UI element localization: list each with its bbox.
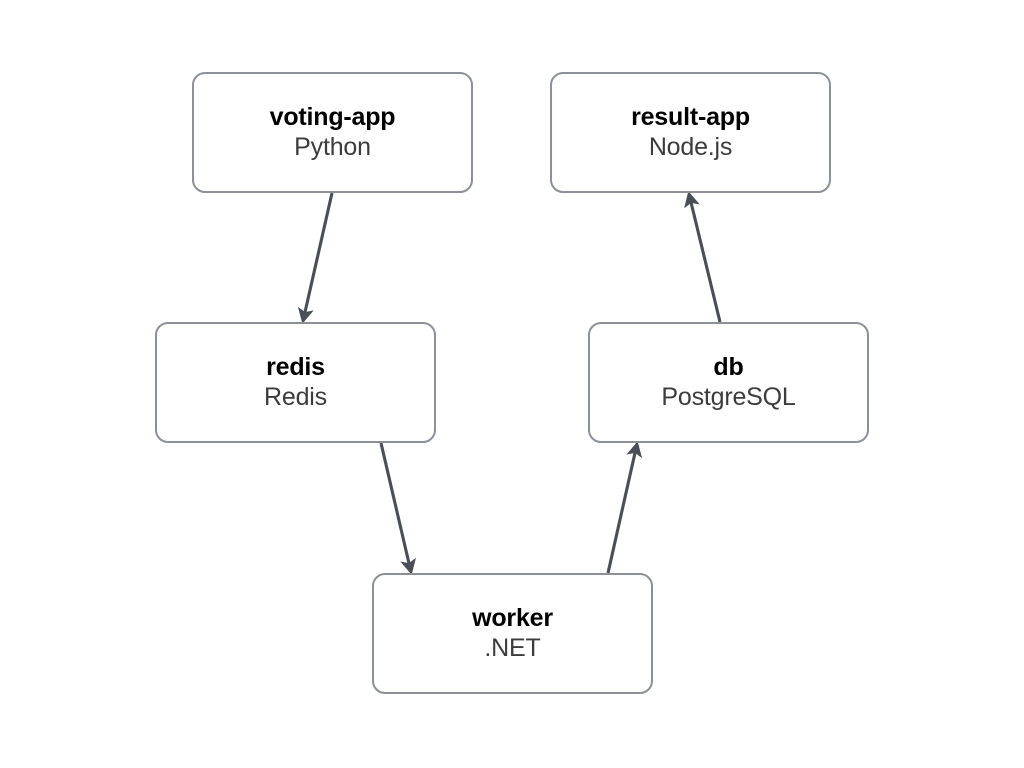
- node-worker[interactable]: worker .NET: [372, 573, 653, 694]
- node-result-app[interactable]: result-app Node.js: [550, 72, 831, 193]
- node-title: redis: [266, 352, 325, 381]
- node-db[interactable]: db PostgreSQL: [588, 322, 869, 443]
- node-title: result-app: [631, 102, 750, 131]
- node-voting-app[interactable]: voting-app Python: [192, 72, 473, 193]
- node-title: db: [713, 352, 744, 381]
- edge-redis-to-worker: [379, 442, 416, 575]
- node-subtitle: Python: [294, 133, 371, 161]
- edge-voting-app-to-redis: [297, 192, 334, 324]
- node-subtitle: Node.js: [648, 133, 733, 161]
- node-redis[interactable]: redis Redis: [155, 322, 436, 443]
- node-title: voting-app: [269, 102, 396, 131]
- edge-worker-to-db: [606, 441, 643, 574]
- node-subtitle: PostgreSQL: [661, 383, 796, 411]
- node-title: worker: [472, 603, 553, 632]
- edge-db-to-result-app: [684, 191, 722, 323]
- node-subtitle: .NET: [484, 634, 541, 662]
- node-subtitle: Redis: [264, 383, 327, 411]
